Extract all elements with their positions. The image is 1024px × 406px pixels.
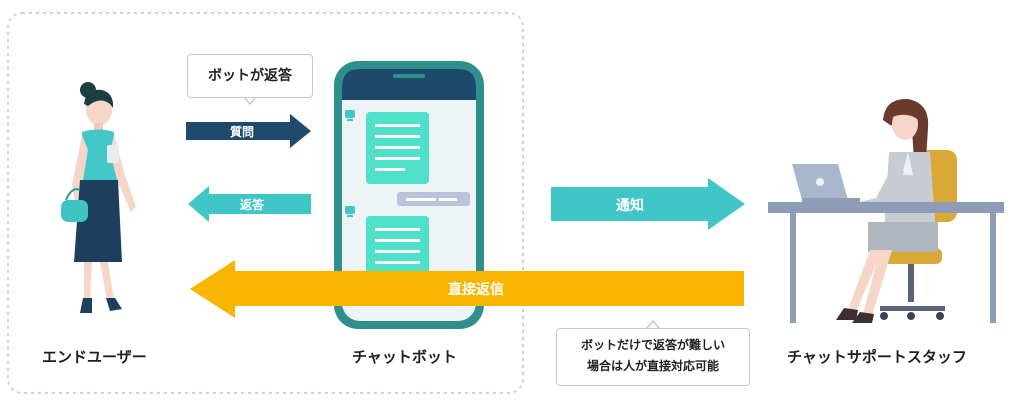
end-user-illustration bbox=[61, 82, 136, 313]
answer-arrow-label: 返答 bbox=[240, 198, 265, 212]
end-user-label: エンドユーザー bbox=[42, 348, 147, 366]
notify-arrow-label: 通知 bbox=[616, 198, 644, 214]
note-bubble-tail bbox=[645, 319, 661, 330]
notify-arrow bbox=[551, 178, 745, 230]
human-support-note-bubble: ボットだけで返答が難しい 場合は人が直接対応可能 bbox=[556, 328, 750, 386]
chatbot-label: チャットボット bbox=[352, 348, 457, 366]
chatbot-phone-illustration bbox=[334, 61, 484, 329]
note-line-1: ボットだけで返答が難しい bbox=[580, 338, 725, 352]
bot-reply-bubble: ボットが返答 bbox=[187, 54, 313, 98]
answer-arrow bbox=[188, 186, 311, 222]
direct-reply-arrow bbox=[190, 260, 744, 318]
bot-reply-bubble-tail bbox=[242, 95, 258, 106]
question-arrow bbox=[186, 114, 311, 148]
question-arrow-label: 質問 bbox=[230, 125, 255, 139]
support-staff-illustration bbox=[768, 98, 1004, 323]
direct-reply-arrow-label: 直接返信 bbox=[448, 282, 504, 298]
support-staff-label: チャットサポートスタッフ bbox=[787, 348, 967, 366]
note-line-2: 場合は人が直接対応可能 bbox=[586, 359, 719, 373]
